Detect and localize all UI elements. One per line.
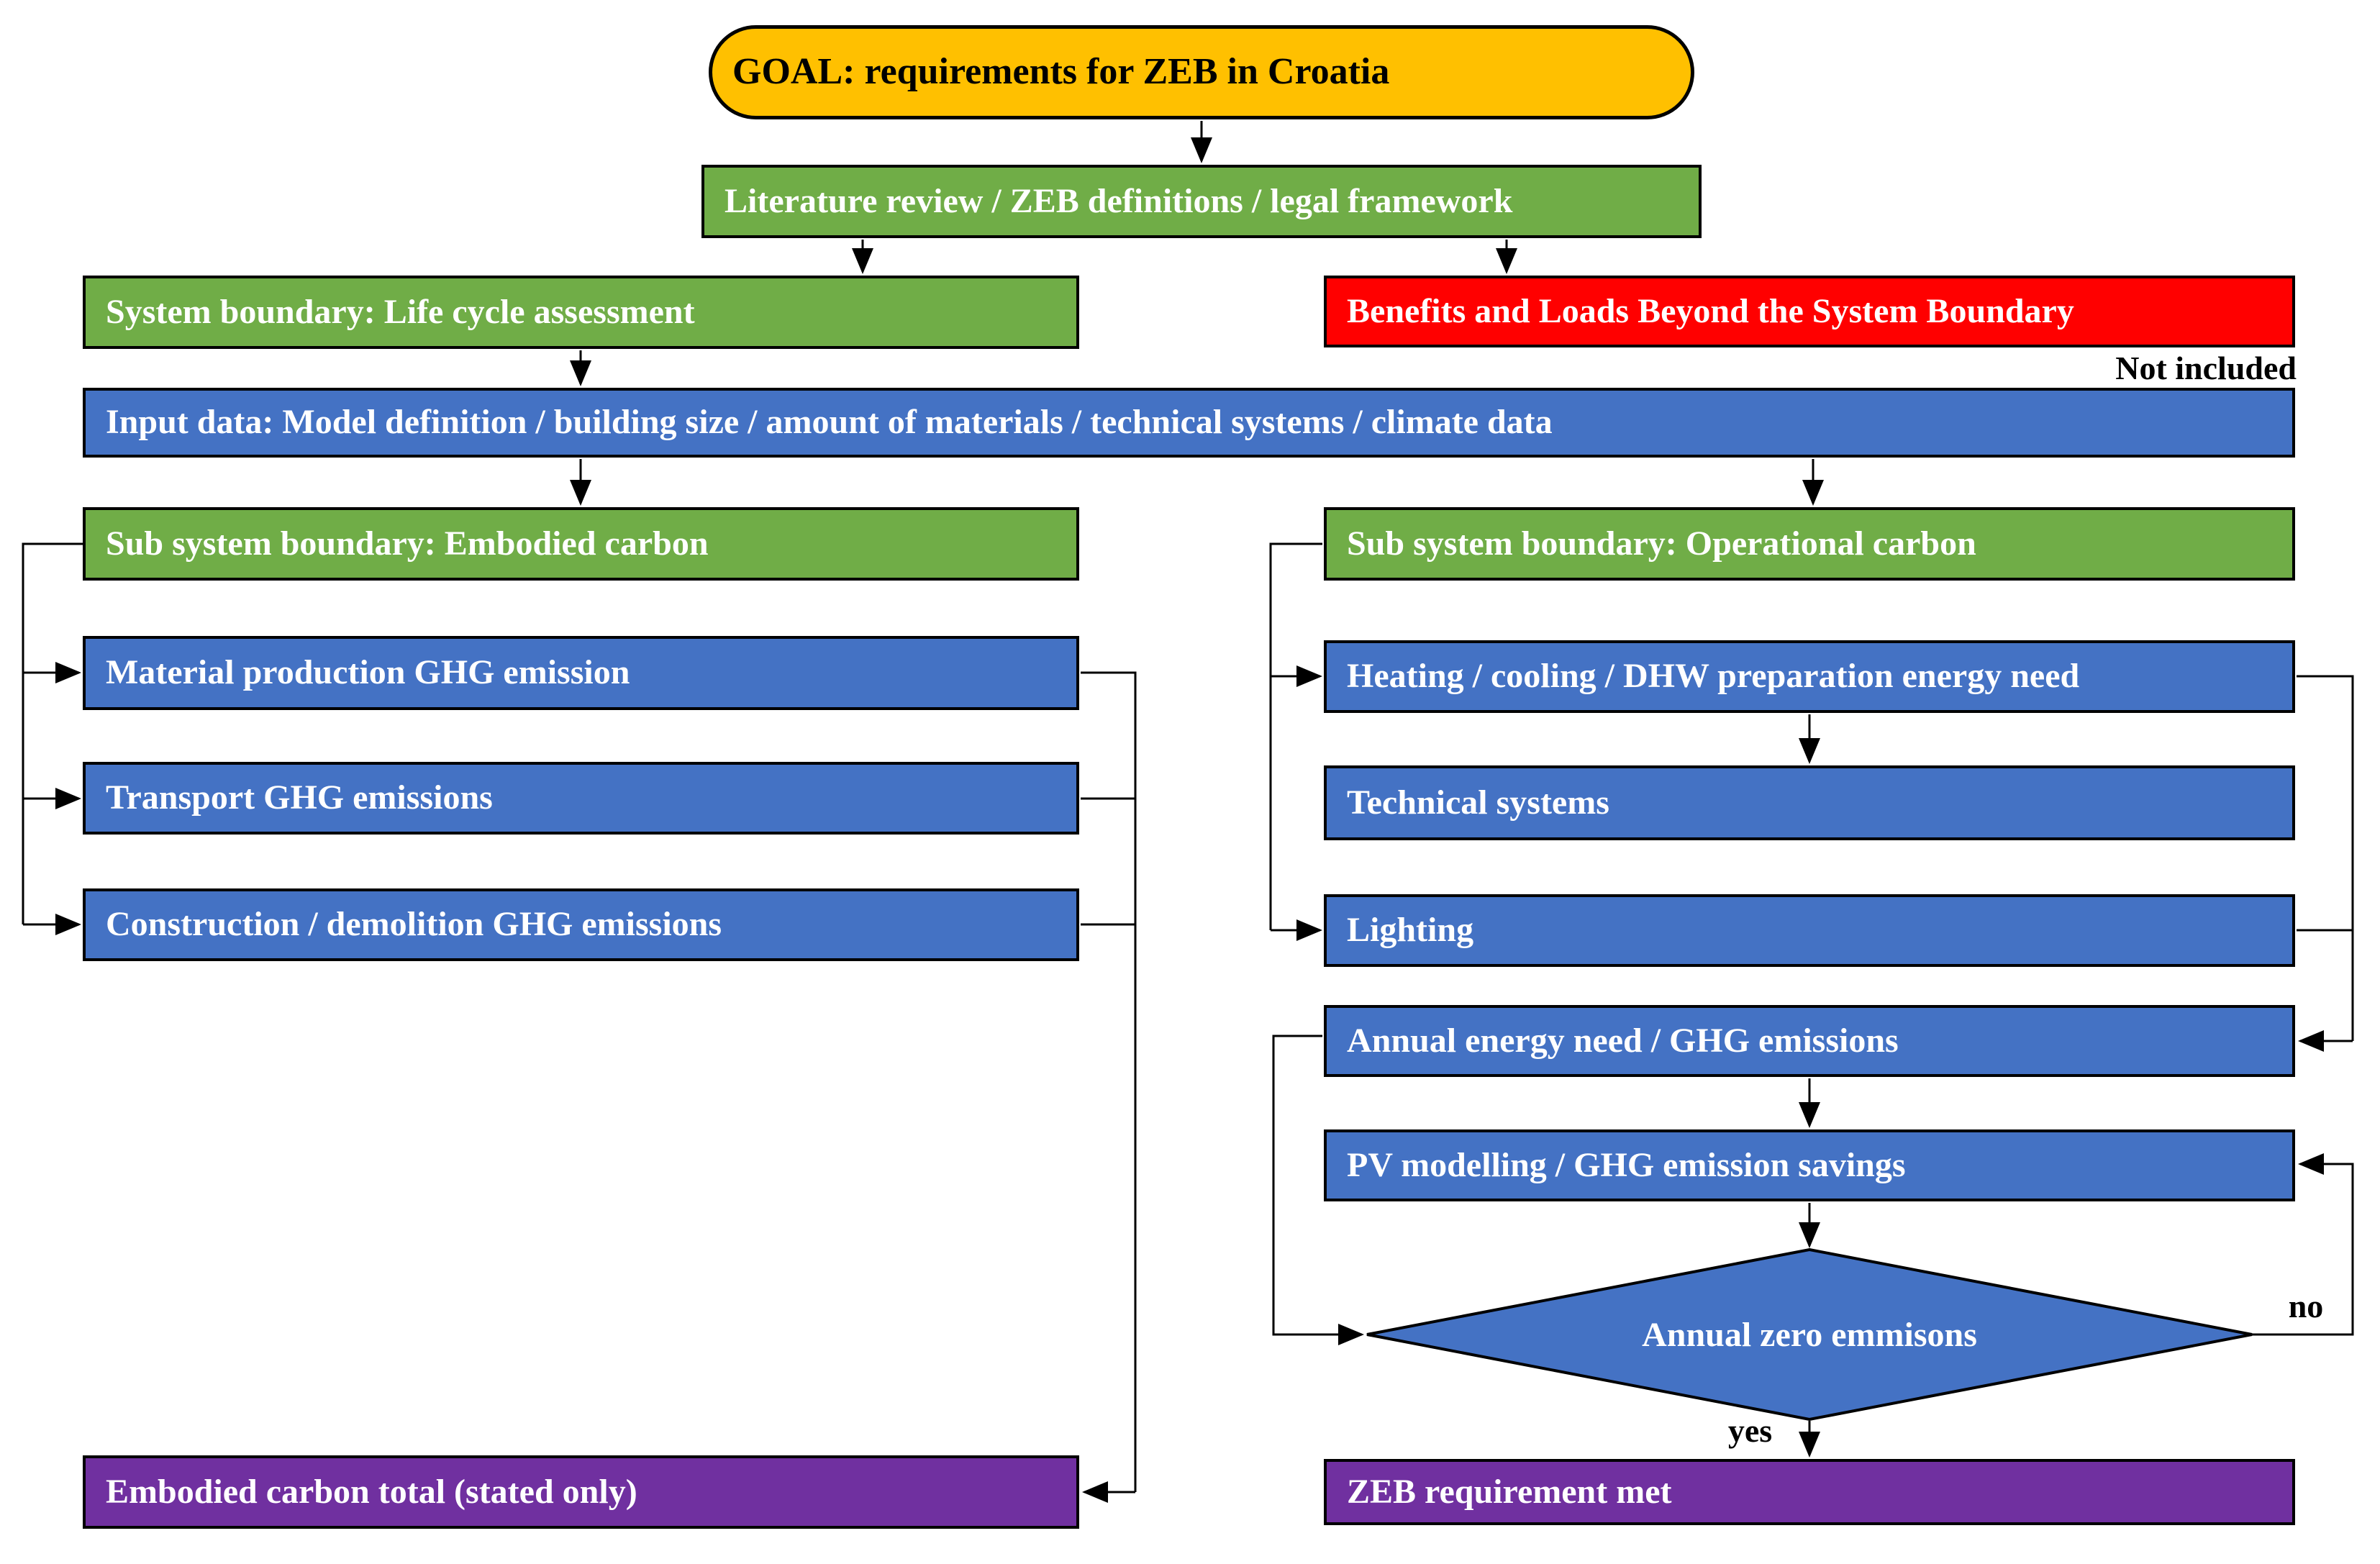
transport-node: Transport GHG emissions	[83, 762, 1079, 835]
embodied-total-node: Embodied carbon total (stated only)	[83, 1455, 1079, 1529]
loop-annual-to-decision	[1272, 1035, 1364, 1345]
zeb-met-node: ZEB requirement met	[1324, 1459, 2295, 1525]
material-production-node: Material production GHG emission	[83, 636, 1079, 710]
yes-edge-label: yes	[1727, 1412, 1773, 1449]
heating-cooling-dhw-node: Heating / cooling / DHW preparation ener…	[1324, 640, 2295, 713]
decision-diamond-label: Annual zero emmisons	[1642, 1315, 1977, 1354]
input-data-node: Input data: Model definition / building …	[83, 388, 2295, 458]
system-boundary-node: System boundary: Life cycle assessment	[83, 276, 1079, 349]
collector-operational	[2297, 675, 2354, 1041]
pv-modelling-node: PV modelling / GHG emission savings	[1324, 1129, 2295, 1201]
lighting-node: Lighting	[1324, 894, 2295, 967]
operational-boundary-node: Sub system boundary: Operational carbon	[1324, 507, 2295, 581]
not-included-label: Not included	[2115, 350, 2297, 386]
technical-systems-node: Technical systems	[1324, 765, 2295, 840]
collector-embodied	[1081, 671, 1137, 1492]
annual-energy-node: Annual energy need / GHG emissions	[1324, 1005, 2295, 1077]
bracket-operational	[1269, 542, 1322, 930]
benefits-loads-node: Benefits and Loads Beyond the System Bou…	[1324, 276, 2295, 347]
embodied-boundary-node: Sub system boundary: Embodied carbon	[83, 507, 1079, 581]
no-edge-label: no	[2288, 1288, 2324, 1324]
decision-diamond-shape	[1366, 1247, 2253, 1422]
loop-no-to-pv	[2252, 1153, 2354, 1336]
bracket-embodied	[22, 542, 84, 924]
construction-demolition-node: Construction / demolition GHG emissions	[83, 888, 1079, 961]
literature-review-node: Literature review / ZEB definitions / le…	[701, 165, 1702, 238]
goal-node: GOAL: requirements for ZEB in Croatia	[709, 25, 1694, 119]
